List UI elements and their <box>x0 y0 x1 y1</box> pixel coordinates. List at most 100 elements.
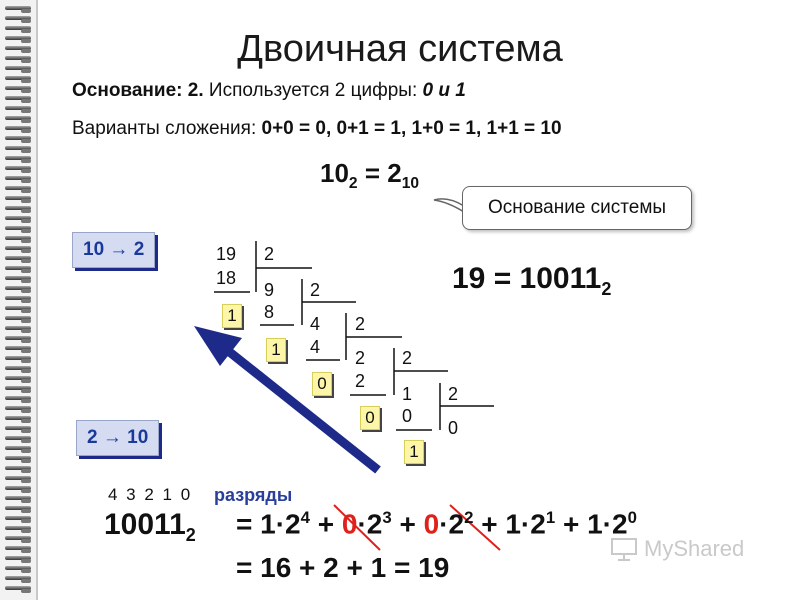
slide-title: Двоичная система <box>237 28 563 70</box>
presentation-icon <box>611 538 637 561</box>
spiral-ring <box>5 506 31 513</box>
result-text: 19 = 10011 <box>452 262 602 295</box>
exp-e2: 2 <box>464 508 474 527</box>
exp-zero-1: 0 <box>341 508 358 540</box>
spiral-ring <box>5 346 31 353</box>
divisor-2: 2 <box>310 280 321 300</box>
spiral-ring <box>5 16 31 23</box>
dividend-19: 19 <box>216 244 237 264</box>
spiral-ring <box>5 216 31 223</box>
final-quotient: 0 <box>448 418 459 438</box>
spiral-ring <box>5 296 31 303</box>
spiral-ring <box>5 446 31 453</box>
spiral-ring <box>5 196 31 203</box>
spiral-ring <box>5 56 31 63</box>
spiral-ring <box>5 146 31 153</box>
remainder-5: 1 <box>404 440 424 464</box>
spiral-ring <box>5 306 31 313</box>
spiral-ring <box>5 496 31 503</box>
expansion-line: = 1·24 + 0·23 + 0·22 + 1·21 + 1·20 <box>236 508 637 540</box>
positions-label: разряды <box>214 485 293 505</box>
spiral-ring <box>5 126 31 133</box>
spiral-ring <box>5 536 31 543</box>
spiral-ring <box>5 86 31 93</box>
digits-text: Используется 2 цифры: <box>208 80 418 101</box>
dividend-2: 2 <box>355 348 366 368</box>
eq-mid: = 2 <box>357 158 402 188</box>
eq-left-sub: 2 <box>348 175 358 193</box>
base-value: 2. <box>187 80 204 101</box>
spiral-ring <box>5 46 31 53</box>
spiral-ring <box>5 226 31 233</box>
exp-term-1: = 1·2 <box>236 508 301 540</box>
eq-left: 10 <box>320 158 349 188</box>
spiral-ring <box>5 376 31 383</box>
spiral-ring <box>5 6 31 13</box>
spiral-ring <box>5 576 31 583</box>
spiral-ring <box>5 36 31 43</box>
addition-label: Варианты сложения: <box>72 118 257 139</box>
spiral-ring <box>5 556 31 563</box>
spiral-ring <box>5 116 31 123</box>
exp-term-2: ·2 <box>357 508 383 540</box>
spiral-ring <box>5 516 31 523</box>
exp-term-3: ·2 <box>439 508 465 540</box>
spiral-ring <box>5 406 31 413</box>
spiral-ring <box>5 356 31 363</box>
conversion-result: 19 = 100112 <box>452 262 611 300</box>
spiral-ring <box>5 276 31 283</box>
spiral-ring <box>5 486 31 493</box>
spiral-ring <box>5 76 31 83</box>
spiral-ring <box>5 286 31 293</box>
dividend-9: 9 <box>264 280 275 300</box>
spiral-ring <box>5 166 31 173</box>
exp-term-5: + 1·2 <box>555 508 628 540</box>
spiral-ring <box>5 466 31 473</box>
zero-term-strikes <box>333 504 501 551</box>
spiral-ring <box>5 266 31 273</box>
spiral-ring <box>5 136 31 143</box>
exp-e3: 3 <box>382 508 392 527</box>
spiral-ring <box>5 386 31 393</box>
spiral-ring <box>5 316 31 323</box>
exp-plus-2: + <box>391 508 424 540</box>
divisor-5: 2 <box>448 384 459 404</box>
exp-term-4: + 1·2 <box>473 508 546 540</box>
base-label: Основание: <box>72 80 183 101</box>
product-18: 18 <box>216 268 237 288</box>
remainder-2: 1 <box>266 338 286 362</box>
digits-value: 0 и 1 <box>422 80 466 101</box>
binary-number-text: 10011 <box>104 508 186 541</box>
divisor-1: 2 <box>264 244 275 264</box>
watermark-text: MyShared <box>644 536 745 561</box>
spiral-ring <box>5 426 31 433</box>
addition-value: 0+0 = 0, 0+1 = 1, 1+0 = 1, 1+1 = 10 <box>261 118 562 139</box>
base-line: Основание: 2. Используется 2 цифры: 0 и … <box>72 80 466 102</box>
spiral-ring <box>5 416 31 423</box>
remainder-4: 0 <box>360 406 380 430</box>
spiral-ring <box>5 96 31 103</box>
spiral-ring <box>5 396 31 403</box>
exp-plus-1: + <box>309 508 342 540</box>
position-indices: 4 3 2 1 0 <box>108 485 193 504</box>
spiral-ring <box>5 336 31 343</box>
product-2: 2 <box>355 371 366 391</box>
spiral-ring <box>5 156 31 163</box>
exp-e1: 1 <box>545 508 556 527</box>
product-0: 0 <box>402 406 413 426</box>
reading-direction-arrow <box>194 326 381 474</box>
spiral-ring <box>5 256 31 263</box>
spiral-ring <box>5 586 31 593</box>
remainder-3: 0 <box>312 372 332 396</box>
product-4: 4 <box>310 337 321 357</box>
spiral-ring <box>5 366 31 373</box>
spiral-ring <box>5 566 31 573</box>
notebook-spiral <box>0 0 38 600</box>
spiral-ring <box>5 176 31 183</box>
slide-canvas <box>38 0 800 600</box>
spiral-ring <box>5 206 31 213</box>
spiral-ring <box>5 546 31 553</box>
remainder-1: 1 <box>222 304 242 328</box>
tag-decimal-to-binary: 10 → 2 <box>72 232 156 268</box>
base-equation: 102 = 210 <box>320 158 419 193</box>
